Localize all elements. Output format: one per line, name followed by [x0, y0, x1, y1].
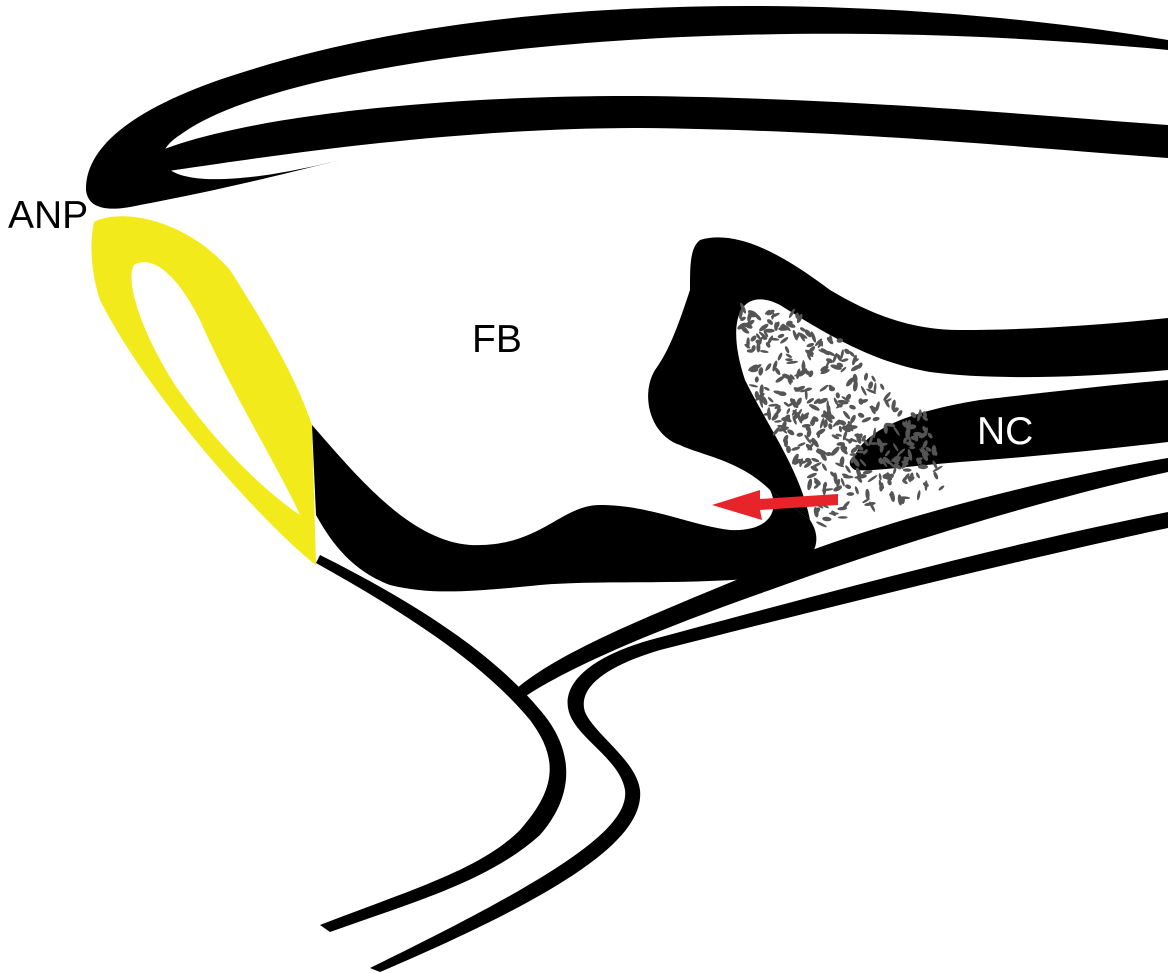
crest-cell: [916, 490, 921, 501]
crest-cell: [786, 408, 791, 415]
crest-cell: [854, 486, 860, 495]
dorsal-inner-band: [118, 96, 1168, 178]
crest-cell: [763, 386, 770, 392]
crest-cell: [816, 521, 828, 529]
crest-cell: [879, 383, 885, 391]
crest-cell: [938, 485, 945, 492]
crest-cell: [838, 425, 842, 432]
crest-cell: [829, 445, 840, 457]
crest-cell: [918, 464, 928, 469]
crest-cell: [838, 516, 848, 519]
crest-cell: [806, 478, 813, 490]
crest-cell: [777, 333, 785, 339]
crest-cell: [863, 372, 868, 381]
crest-cell: [785, 358, 793, 361]
anp-label: ANP: [8, 196, 88, 235]
crest-cell: [784, 345, 790, 353]
crest-cell: [932, 471, 939, 480]
crest-cell: [857, 412, 865, 419]
crest-cell: [796, 432, 803, 437]
fb-label: FB: [472, 320, 522, 359]
crest-cell: [749, 384, 759, 388]
crest-cell: [774, 420, 782, 423]
crest-cell: [915, 472, 921, 479]
crest-cell: [811, 457, 820, 463]
crest-cell: [767, 396, 774, 403]
crest-cell: [808, 403, 820, 412]
crest-cell: [843, 476, 853, 479]
crest-cell: [848, 404, 856, 410]
crest-cell: [897, 494, 903, 506]
crest-cell: [791, 446, 801, 452]
crest-cell: [903, 468, 912, 472]
crest-cell: [797, 442, 806, 448]
crest-cell: [815, 427, 826, 436]
crest-cell: [878, 473, 882, 481]
crest-cell: [828, 423, 833, 430]
anterior-neural-plate: [92, 216, 316, 565]
crest-cell: [822, 516, 832, 521]
crest-cell: [760, 350, 769, 354]
crest-cell: [821, 463, 828, 472]
nc-label: NC: [977, 412, 1033, 451]
crest-cell: [889, 491, 895, 503]
crest-cell: [867, 381, 874, 390]
ectoderm-descending-line: [316, 555, 566, 932]
crest-cell: [860, 385, 868, 396]
crest-cell: [847, 492, 855, 496]
crest-cell: [872, 416, 880, 421]
crest-cell: [835, 392, 840, 399]
crest-cell: [756, 342, 760, 353]
crest-cell: [777, 352, 784, 361]
crest-cell: [865, 489, 870, 500]
crest-cell: [785, 353, 792, 359]
crest-cell: [852, 380, 858, 392]
crest-cell: [932, 465, 943, 473]
crest-cell: [871, 375, 877, 382]
crest-cell: [867, 474, 878, 483]
crest-cell: [842, 410, 851, 420]
crest-cell: [844, 484, 851, 490]
crest-cell: [755, 376, 760, 383]
